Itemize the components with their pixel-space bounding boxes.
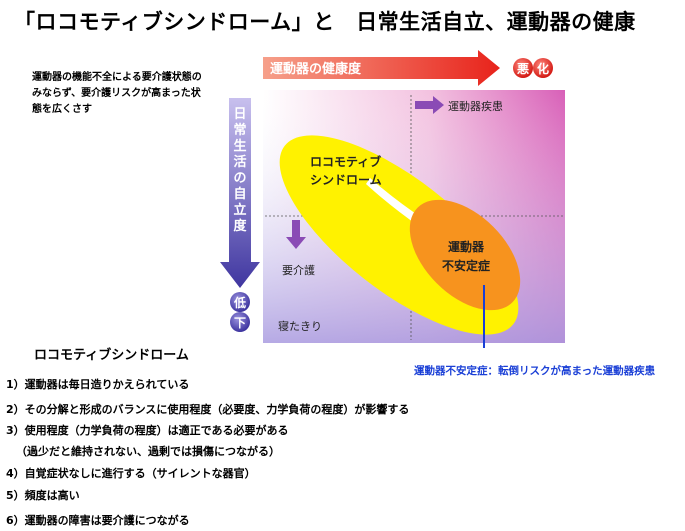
list-item: 6）運動器の障害は要介護につながる: [6, 514, 190, 527]
page-title: 「ロコモティブシンドローム」と 日常生活自立、運動器の健康: [14, 10, 636, 34]
independence-label: 日 常 生 活 の 自 立 度: [233, 107, 247, 234]
unstable-label-line2: 不安定症: [442, 258, 490, 273]
worse-circle-1: [513, 58, 533, 78]
list-item: 1）運動器は毎日造りかえられている: [6, 378, 190, 391]
worse-char-2: 化: [537, 61, 549, 76]
worse-char-1: 悪: [517, 62, 529, 76]
decline-circle-2: [230, 312, 250, 332]
list-item: 3）使用程度（力学負荷の程度）は適正である必要がある: [6, 424, 289, 437]
disease-arrow: [415, 96, 444, 114]
care-arrow: [286, 220, 306, 249]
locomo-label-line1: ロコモティブ: [310, 154, 381, 169]
list-item: 4）自覚症状なしに進行する（サイレントな器官）: [6, 467, 256, 480]
independence-char: 活: [233, 154, 246, 170]
decline-circle-1: [230, 292, 250, 312]
definition-note: 運動器の機能不全による要介護状態のみならず、要介護リスクが高まった状態を広くさす: [32, 72, 202, 115]
locomo-highlight: [366, 178, 425, 227]
decline-char-2: 下: [234, 316, 246, 330]
independence-char: 日: [233, 107, 246, 122]
worse-circle-2: [533, 58, 553, 78]
bedridden-label: 寝たきり: [278, 319, 322, 333]
health-arrow-label: 運動器の健康度: [270, 61, 362, 77]
list-item: 5）頻度は高い: [6, 489, 80, 502]
list-item: （過少だと維持されない、過剰では損傷につながる）: [16, 445, 280, 458]
unstable-caption: 運動器不安定症：転倒リスクが高まった運動器疾患: [414, 365, 656, 377]
independence-char: 常: [233, 122, 246, 138]
disease-label: 運動器疾患: [448, 99, 503, 113]
locomotive-syndrome-diagram: 運動器の健康度 悪 化 日 常 生 活 の 自 立 度 低 下 運動器疾患 要介…: [220, 50, 565, 348]
unstable-ellipse: [409, 199, 521, 311]
health-arrow: [263, 50, 500, 86]
independence-char: 立: [233, 202, 246, 218]
independence-arrow: [220, 98, 260, 288]
independence-char: の: [233, 171, 246, 186]
unstable-label-line1: 運動器: [448, 239, 485, 254]
list-item: 2）その分解と形成のバランスに使用程度（必要度、力学負荷の程度）が影響する: [6, 403, 410, 416]
independence-char: 自: [233, 186, 246, 202]
list-title: ロコモティブシンドローム: [34, 348, 189, 363]
decline-char-1: 低: [233, 295, 246, 310]
independence-char: 度: [233, 218, 247, 234]
independence-char: 生: [233, 138, 246, 154]
care-label: 要介護: [282, 263, 315, 277]
locomo-label-line2: シンドローム: [310, 173, 382, 187]
